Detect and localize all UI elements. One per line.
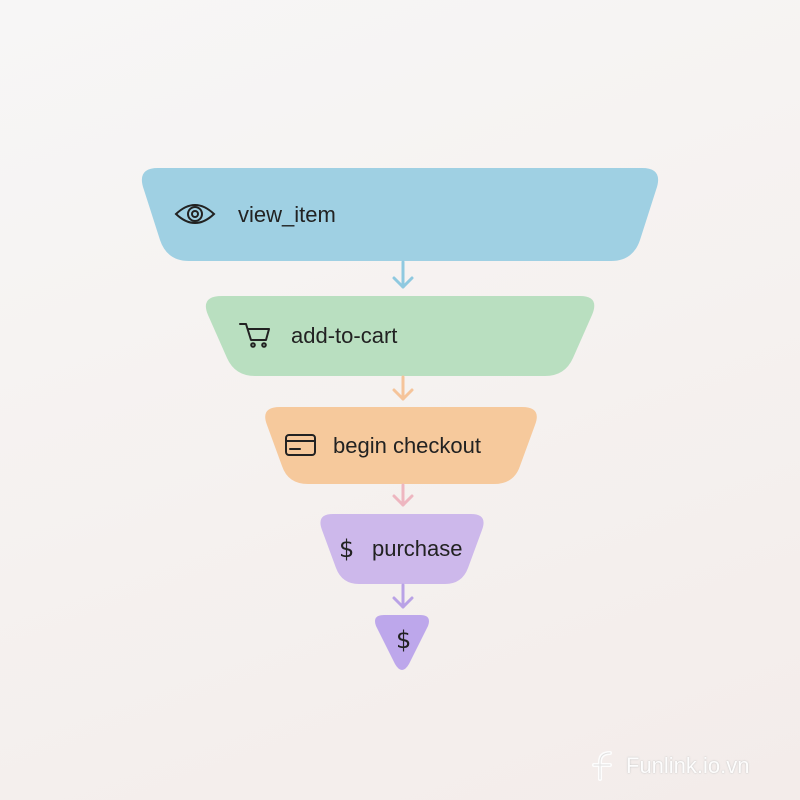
credit-card-icon (285, 434, 316, 456)
funnel-stage-add-to-cart: add-to-cart (205, 296, 595, 376)
funnel-stage-view-item: view_item (141, 168, 659, 261)
stage-label: begin checkout (333, 433, 481, 458)
stage-label: view_item (238, 202, 336, 227)
stage-label: add-to-cart (291, 323, 397, 348)
dollar-icon: $ (396, 626, 411, 654)
arrow-down-icon (392, 583, 414, 609)
dollar-icon: $ (339, 535, 354, 563)
arrow-down-icon (392, 260, 414, 289)
watermark-text: Funlink.io.vn (626, 753, 750, 778)
funnel-stage-result: $ (375, 615, 429, 670)
stage-shape (265, 407, 537, 484)
funlink-logo-icon (592, 751, 612, 781)
stage-shape (320, 514, 484, 584)
watermark: Funlink.io.vn (590, 748, 750, 784)
funnel-stage-begin-checkout: begin checkout (265, 407, 537, 484)
stage-label: purchase (372, 536, 463, 561)
stage-shape (141, 168, 659, 261)
arrow-down-icon (392, 375, 414, 401)
eye-icon (174, 204, 216, 224)
cart-icon (239, 323, 270, 348)
stage-shape (375, 615, 429, 670)
funnel-stage-purchase: $ purchase (320, 514, 484, 584)
stage-shape (205, 296, 595, 376)
arrow-down-icon (392, 483, 414, 507)
